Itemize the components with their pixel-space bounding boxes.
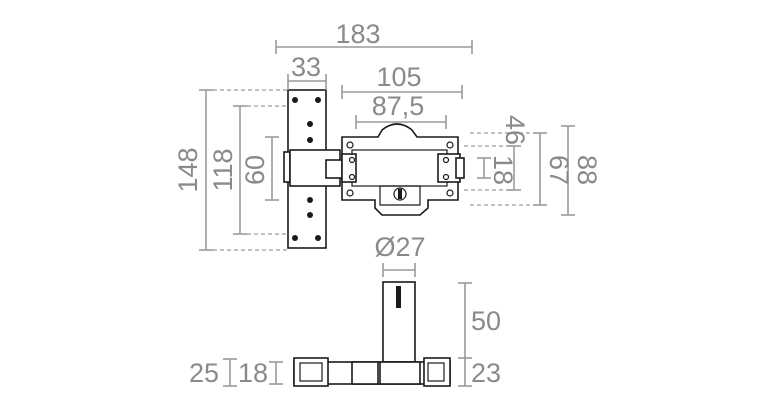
body-outline xyxy=(341,123,459,216)
lug-hole xyxy=(442,156,450,164)
base-right-inner xyxy=(427,362,445,382)
keyhole-slot xyxy=(398,189,402,199)
plate-hole xyxy=(292,97,298,103)
plate-hole xyxy=(307,197,313,203)
plate-hole xyxy=(292,235,298,241)
lug-hole xyxy=(348,173,356,181)
dim-cylinder-diameter: Ø27 xyxy=(374,232,425,262)
dim-plate-width: 33 xyxy=(291,52,321,82)
bolt-bar xyxy=(289,149,349,187)
dim-overall-width: 183 xyxy=(335,19,380,49)
lug-hole xyxy=(348,156,356,164)
dim-side-depth: 25 xyxy=(189,358,219,388)
plate-hole xyxy=(307,121,313,127)
plate-hole xyxy=(307,212,313,218)
dim-base-depth: 23 xyxy=(471,358,501,388)
base-left-block xyxy=(293,357,329,387)
dim-plate-height: 148 xyxy=(173,147,203,192)
dimension-labels: 183 33 105 87,5 148 118 60 46 18 67 88 Ø… xyxy=(173,19,602,388)
plate-hole xyxy=(315,235,321,241)
dim-inner-width: 87,5 xyxy=(372,91,425,121)
bolt-tip xyxy=(455,157,465,179)
dim-bolt-height: 60 xyxy=(240,155,270,185)
base-mid-block xyxy=(351,361,379,385)
cylinder-slot xyxy=(396,286,401,308)
body-hole xyxy=(346,141,354,149)
dim-plate-inner-height: 118 xyxy=(208,148,238,191)
dimension-lines-side xyxy=(223,263,472,387)
dim-side-inner-depth: 18 xyxy=(238,358,268,388)
dim-strike-height: 67 xyxy=(544,155,574,185)
lug-hole xyxy=(442,173,450,181)
dim-cylinder-length: 50 xyxy=(471,306,501,336)
dim-bolt-width: 18 xyxy=(488,155,518,185)
body-hole xyxy=(446,141,454,149)
plate-hole xyxy=(307,137,313,143)
body-hole xyxy=(346,189,354,197)
dim-keeper-height: 88 xyxy=(572,155,602,185)
side-view xyxy=(293,281,451,387)
lock-body xyxy=(341,123,465,216)
body-hole xyxy=(446,189,454,197)
base-cylinder-block xyxy=(379,361,421,385)
plate-hole xyxy=(315,97,321,103)
dimension-lines-top xyxy=(199,40,575,251)
base-left-inner xyxy=(299,362,323,382)
cylinder-housing xyxy=(379,185,421,206)
dim-body-width: 105 xyxy=(376,62,421,92)
plate-tab xyxy=(283,151,291,183)
dim-body-height: 46 xyxy=(500,115,530,145)
